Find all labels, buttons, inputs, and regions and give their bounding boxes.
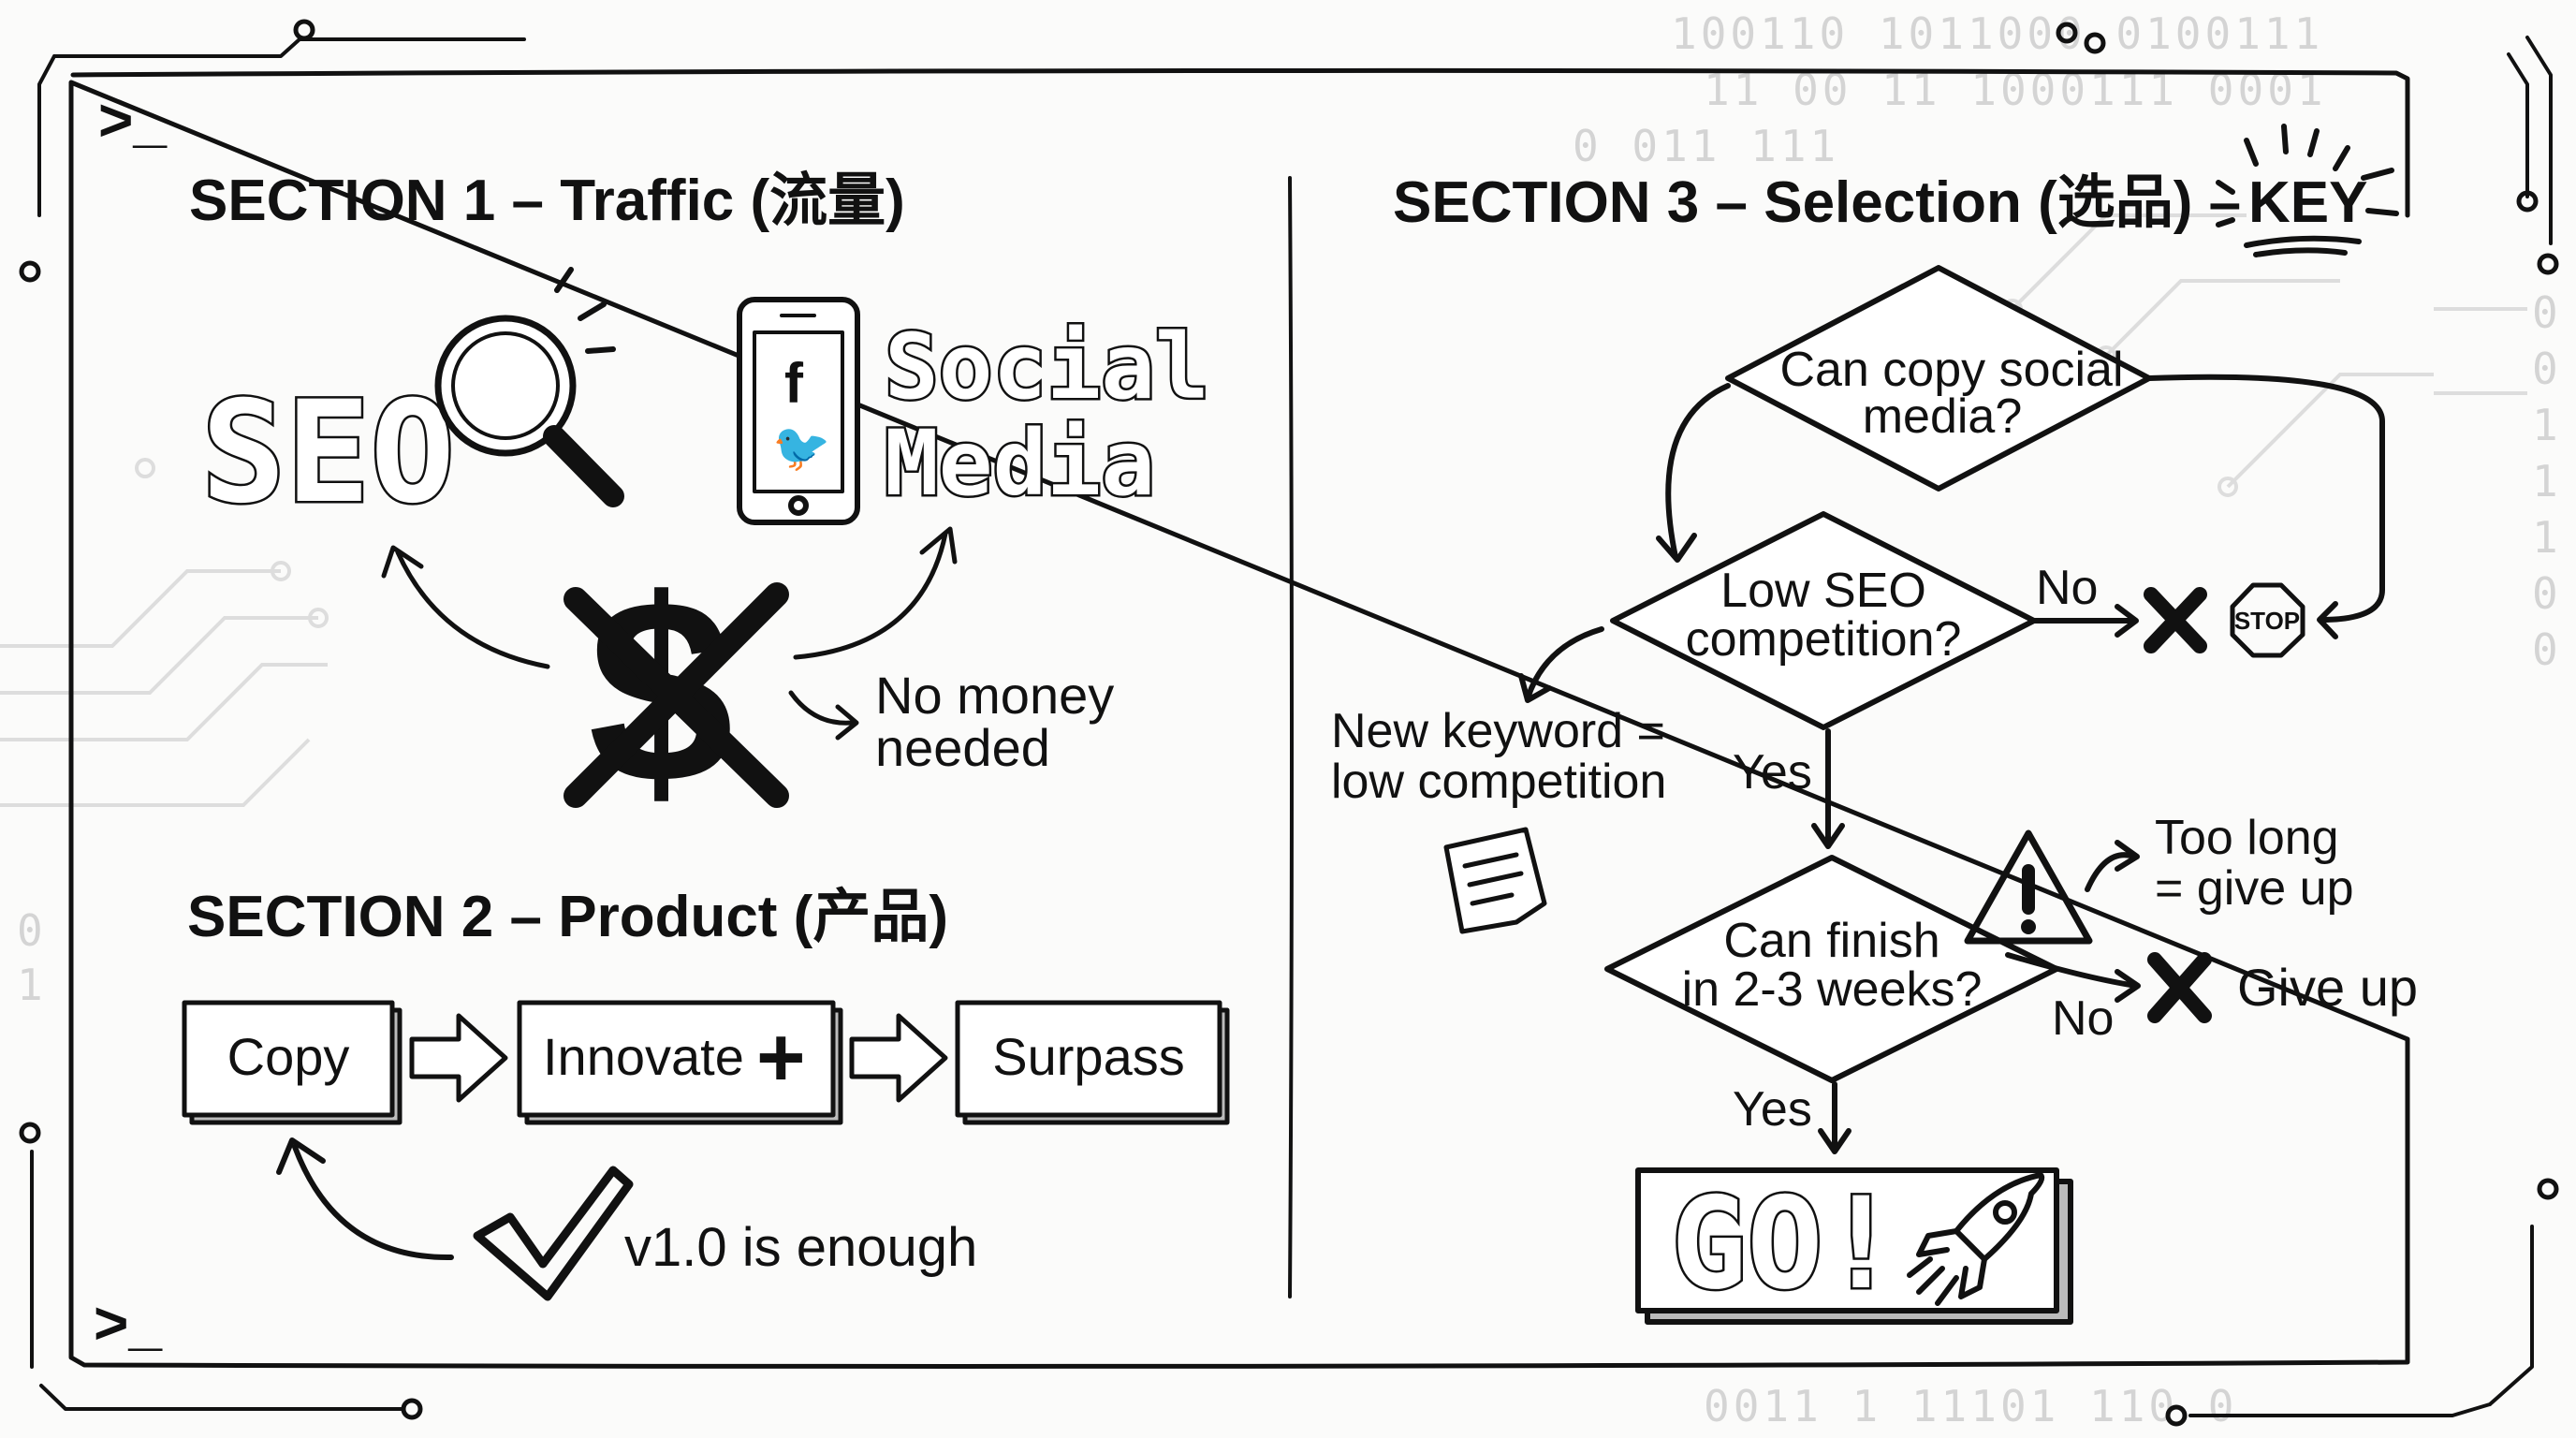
terminal-prompt-icon: >_ — [94, 1289, 163, 1357]
binary-digit: 1 — [2532, 456, 2562, 506]
binary-row: 100110 1011000 0100111 — [1671, 8, 2323, 59]
section-2-title: SECTION 2 – Product (产品) — [187, 885, 948, 949]
too-long-note: = give up — [2155, 861, 2354, 916]
no-money-note: No money — [875, 666, 1114, 725]
crossed-dollar-icon: $ — [564, 546, 789, 838]
q3-yes-label: Yes — [1733, 1082, 1812, 1137]
key-emphasis-marks — [2216, 124, 2399, 257]
v1-note: v1.0 is enough — [624, 1217, 977, 1278]
x-mark-icon — [2147, 952, 2212, 1023]
key-label: KEY — [2248, 170, 2367, 235]
faint-circuit-traces — [0, 213, 2527, 807]
twitter-icon: 🐦 — [772, 421, 830, 474]
give-up-label: Give up — [2237, 958, 2418, 1017]
too-long-note: Too long — [2155, 811, 2339, 865]
binary-digit: 1 — [2532, 400, 2562, 450]
question-2: competition? — [1686, 612, 1962, 667]
section-3-selection: SECTION 3 – Selection (选品) – KEY Can cop… — [1331, 124, 2418, 1325]
terminal-prompt-icon: >_ — [98, 86, 168, 154]
step-copy: Copy — [227, 1027, 350, 1086]
question-3: in 2-3 weeks? — [1682, 962, 1983, 1017]
binary-digit: 0 — [17, 905, 47, 956]
note-icon — [1443, 827, 1547, 934]
section-1-traffic: SECTION 1 – Traffic (流量) SEO f 🐦 Social … — [189, 169, 1211, 838]
binary-row: 0011 1 11101 110 0 — [1704, 1381, 2238, 1431]
arrows-to-channels — [381, 526, 958, 741]
binary-row: 0 011 111 — [1573, 121, 1839, 171]
binary-digit: 1 — [17, 960, 47, 1010]
seo-label: SEO — [201, 372, 455, 535]
stop-sign-icon: STOP — [2230, 582, 2305, 658]
plus-icon: + — [756, 1011, 806, 1105]
magnifier-icon — [434, 267, 624, 507]
step-innovate: Innovate — [543, 1027, 744, 1086]
binary-digit: 0 — [2532, 624, 2562, 675]
binary-digit: 0 — [2532, 568, 2562, 619]
phone-icon — [737, 297, 860, 525]
warning-icon — [1964, 829, 2093, 945]
step-surpass: Surpass — [992, 1027, 1184, 1086]
question-1: Can copy social — [1779, 343, 2123, 397]
q2-yes-label: Yes — [1733, 745, 1812, 800]
go-label: GO! — [1671, 1170, 1899, 1317]
question-2: Low SEO — [1720, 564, 1926, 618]
facebook-icon: f — [784, 352, 804, 415]
go-box — [1635, 1167, 2073, 1325]
section-1-title: SECTION 1 – Traffic (流量) — [189, 169, 905, 233]
flowchart-shapes — [1518, 265, 2385, 1154]
section-divider — [1288, 176, 1294, 1299]
checkmark-icon — [473, 1166, 634, 1301]
x-mark-icon — [2144, 587, 2207, 653]
question-3: Can finish — [1723, 914, 1939, 968]
rocket-icon — [1907, 1172, 2045, 1306]
circuit-frame — [19, 19, 2559, 1427]
binary-digit: 0 — [2532, 344, 2562, 394]
q3-no-label: No — [2052, 991, 2114, 1046]
loop-back-arrow — [276, 1137, 454, 1261]
social-label: Social — [885, 315, 1209, 419]
binary-digit: 1 — [2532, 512, 2562, 563]
section-3-title: SECTION 3 – Selection (选品) – — [1393, 170, 2241, 235]
q2-no-label: No — [2036, 561, 2098, 615]
keyword-note: New keyword = — [1331, 704, 1665, 758]
media-label: Media — [885, 411, 1155, 516]
stop-label: STOP — [2234, 607, 2300, 635]
binary-digit: 0 — [2532, 287, 2562, 338]
no-money-note: needed — [875, 718, 1050, 777]
step-boxes — [182, 1000, 1230, 1125]
question-1: media? — [1863, 389, 2023, 444]
section-2-product: SECTION 2 – Product (产品) Copy Innovate +… — [182, 885, 1230, 1301]
keyword-note: low competition — [1331, 755, 1666, 809]
